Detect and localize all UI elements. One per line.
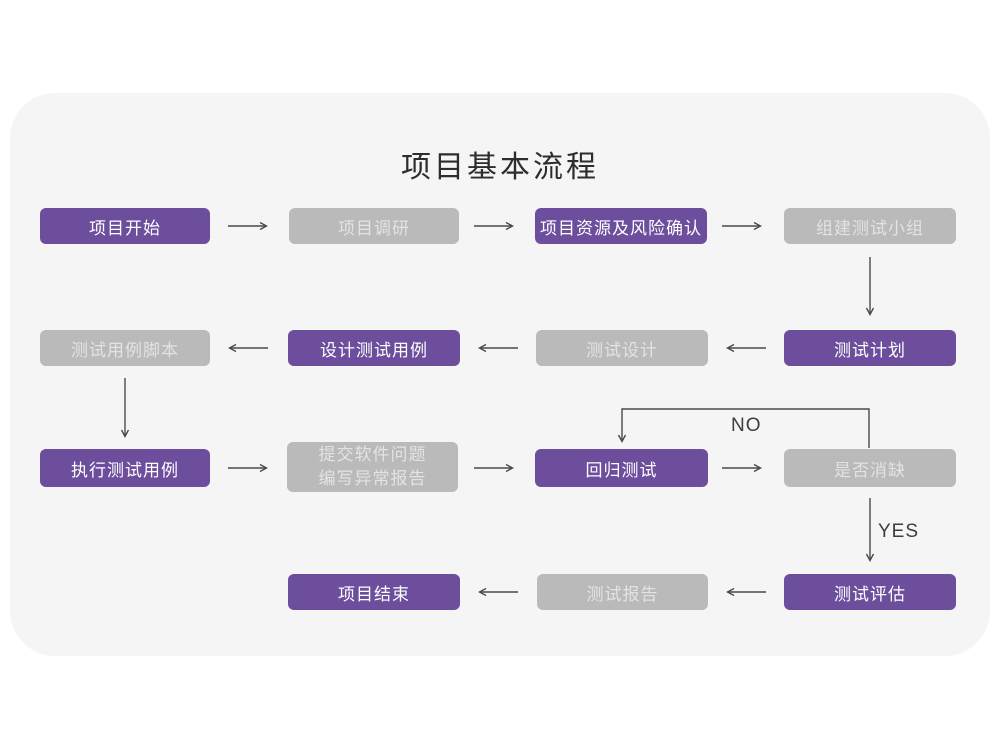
node-risk-confirm: 项目资源及风险确认 bbox=[535, 208, 707, 244]
edge-label-no: NO bbox=[731, 415, 762, 436]
flowchart-card bbox=[10, 93, 990, 656]
node-label: 设计测试用例 bbox=[320, 340, 428, 360]
node-label-line2: 编写异常报告 bbox=[318, 469, 427, 488]
node-label-line1: 提交软件问题 bbox=[318, 445, 427, 465]
node-label: 测试计划 bbox=[834, 340, 906, 360]
node-test-plan: 测试计划 bbox=[784, 330, 956, 366]
page-title: 项目基本流程 bbox=[401, 151, 599, 184]
edge-label-yes: YES bbox=[878, 521, 920, 542]
node-label: 项目调研 bbox=[338, 218, 410, 238]
node-label: 项目资源及风险确认 bbox=[540, 218, 702, 238]
node-project-start: 项目开始 bbox=[40, 208, 210, 244]
node-project-end: 项目结束 bbox=[288, 574, 460, 610]
node-label: 回归测试 bbox=[585, 460, 658, 480]
node-test-evaluate: 测试评估 bbox=[784, 574, 956, 610]
node-design-cases: 设计测试用例 bbox=[288, 330, 460, 366]
node-case-script: 测试用例脚本 bbox=[40, 330, 210, 366]
node-label: 测试用例脚本 bbox=[71, 340, 179, 360]
node-execute-cases: 执行测试用例 bbox=[40, 449, 210, 487]
node-label: 项目开始 bbox=[89, 218, 161, 238]
node-label: 测试报告 bbox=[586, 584, 659, 604]
node-label: 组建测试小组 bbox=[816, 218, 924, 238]
node-submit-issue: 提交软件问题 编写异常报告 bbox=[287, 442, 458, 492]
node-label: 执行测试用例 bbox=[71, 460, 179, 480]
node-test-report: 测试报告 bbox=[537, 574, 708, 610]
node-project-research: 项目调研 bbox=[289, 208, 459, 244]
node-build-team: 组建测试小组 bbox=[784, 208, 956, 244]
node-regression-test: 回归测试 bbox=[535, 449, 708, 487]
node-label: 测试设计 bbox=[586, 340, 658, 360]
node-label: 测试评估 bbox=[834, 584, 906, 604]
node-test-design: 测试设计 bbox=[536, 330, 708, 366]
node-label: 项目结束 bbox=[338, 584, 410, 604]
node-defect-resolved: 是否消缺 bbox=[784, 449, 956, 487]
node-label: 是否消缺 bbox=[834, 460, 906, 480]
